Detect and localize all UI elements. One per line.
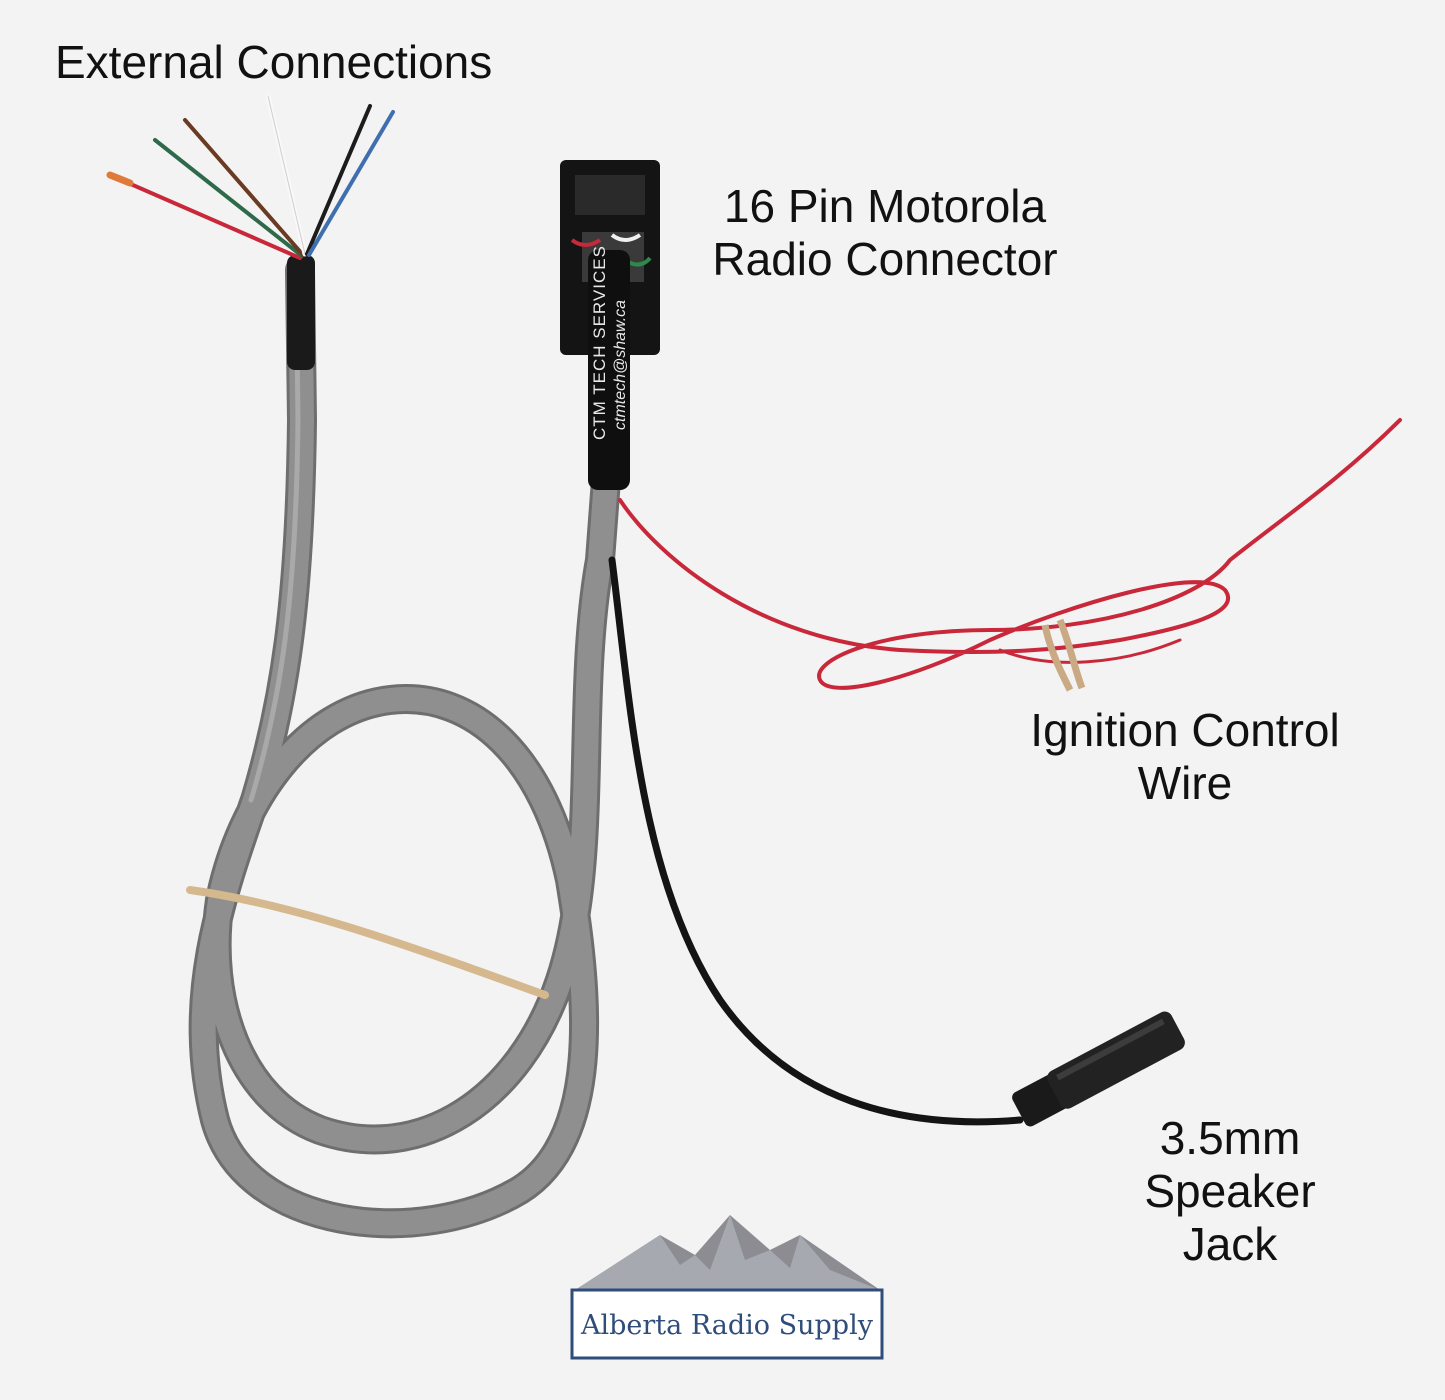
label-motorola-line2: Radio Connector (712, 233, 1058, 285)
label-jack-line2: Speaker (1144, 1165, 1316, 1217)
speaker-jack (1012, 1011, 1185, 1127)
connector-print-line2: ctmtech@shaw.ca (612, 300, 629, 430)
label-external-connections: External Connections (55, 36, 492, 89)
label-jack-line1: 3.5mm (1159, 1112, 1301, 1164)
ignition-wire (618, 418, 1402, 690)
label-ignition-line2: Wire (1137, 757, 1233, 809)
label-external-text: External Connections (55, 36, 493, 88)
external-conductors (106, 93, 395, 260)
rubber-band-red-wire (1041, 618, 1086, 692)
gray-cable (188, 255, 621, 1239)
connector-print-line1: CTM TECH SERVICES (590, 245, 609, 440)
label-speaker-jack: 3.5mm Speaker Jack (1110, 1112, 1350, 1271)
logo-text: Alberta Radio Supply (580, 1310, 874, 1341)
alberta-radio-supply-logo: Alberta Radio Supply (570, 1215, 884, 1360)
label-ignition-wire: Ignition Control Wire (1005, 704, 1365, 810)
label-jack-line3: Jack (1182, 1218, 1278, 1270)
speaker-wire (608, 556, 1024, 1126)
label-motorola-connector: 16 Pin Motorola Radio Connector (690, 180, 1080, 286)
heat-shrink-sleeve (287, 255, 315, 370)
label-motorola-line1: 16 Pin Motorola (723, 180, 1047, 232)
label-ignition-line1: Ignition Control (1030, 704, 1340, 756)
rubber-band-gray-loop (186, 886, 549, 999)
motorola-connector: CTM TECH SERVICES ctmtech@shaw.ca (560, 160, 660, 490)
